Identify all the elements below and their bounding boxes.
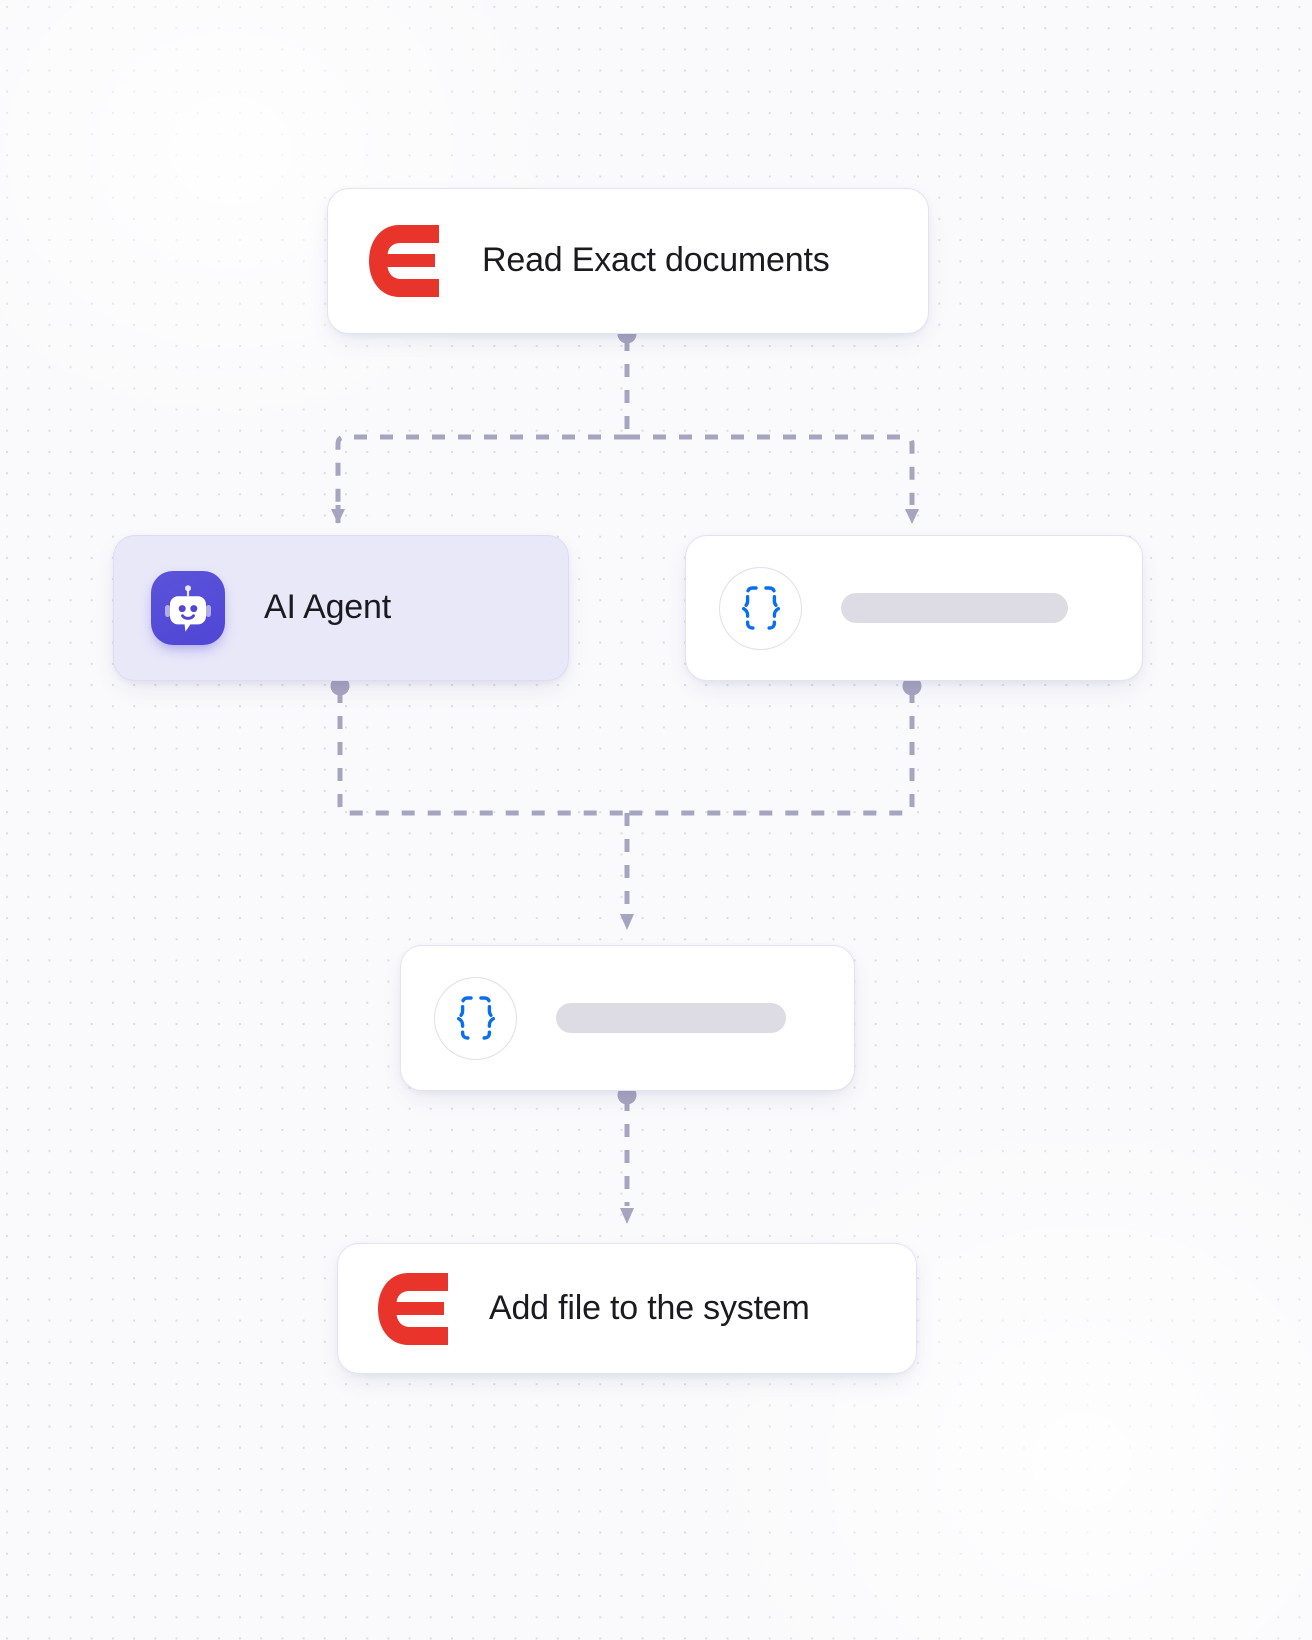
edge-read-exact-split bbox=[331, 338, 919, 524]
node-label-add-file-to-the-system: Add file to the system bbox=[489, 1288, 810, 1327]
node-label-ai-agent: AI Agent bbox=[264, 588, 391, 627]
node-ai-agent[interactable]: AI Agent bbox=[113, 535, 569, 681]
node-label-read-exact-documents: Read Exact documents bbox=[482, 241, 830, 280]
exact-e-logo-icon bbox=[378, 1272, 448, 1345]
ai-agent-icon-tile bbox=[151, 571, 225, 645]
node-json-middle[interactable] bbox=[400, 945, 855, 1091]
content-placeholder-bar bbox=[556, 1003, 786, 1033]
robot-icon bbox=[165, 585, 211, 632]
exact-e-logo-icon bbox=[369, 225, 439, 297]
output-port-json-right[interactable] bbox=[902, 676, 922, 696]
node-json-right[interactable] bbox=[685, 535, 1143, 681]
json-braces-icon bbox=[455, 996, 496, 1040]
edge-json-middle-to-add-file bbox=[620, 1098, 634, 1224]
node-read-exact-documents[interactable]: Read Exact documents bbox=[327, 188, 929, 334]
edge-merge-to-json-middle bbox=[337, 690, 915, 930]
output-port-ai-agent[interactable] bbox=[330, 676, 350, 696]
node-add-file-to-the-system[interactable]: Add file to the system bbox=[337, 1243, 917, 1374]
json-braces-icon-circle bbox=[434, 976, 517, 1060]
json-braces-icon-circle bbox=[719, 566, 802, 650]
json-braces-icon bbox=[740, 586, 781, 630]
content-placeholder-bar bbox=[841, 593, 1068, 623]
